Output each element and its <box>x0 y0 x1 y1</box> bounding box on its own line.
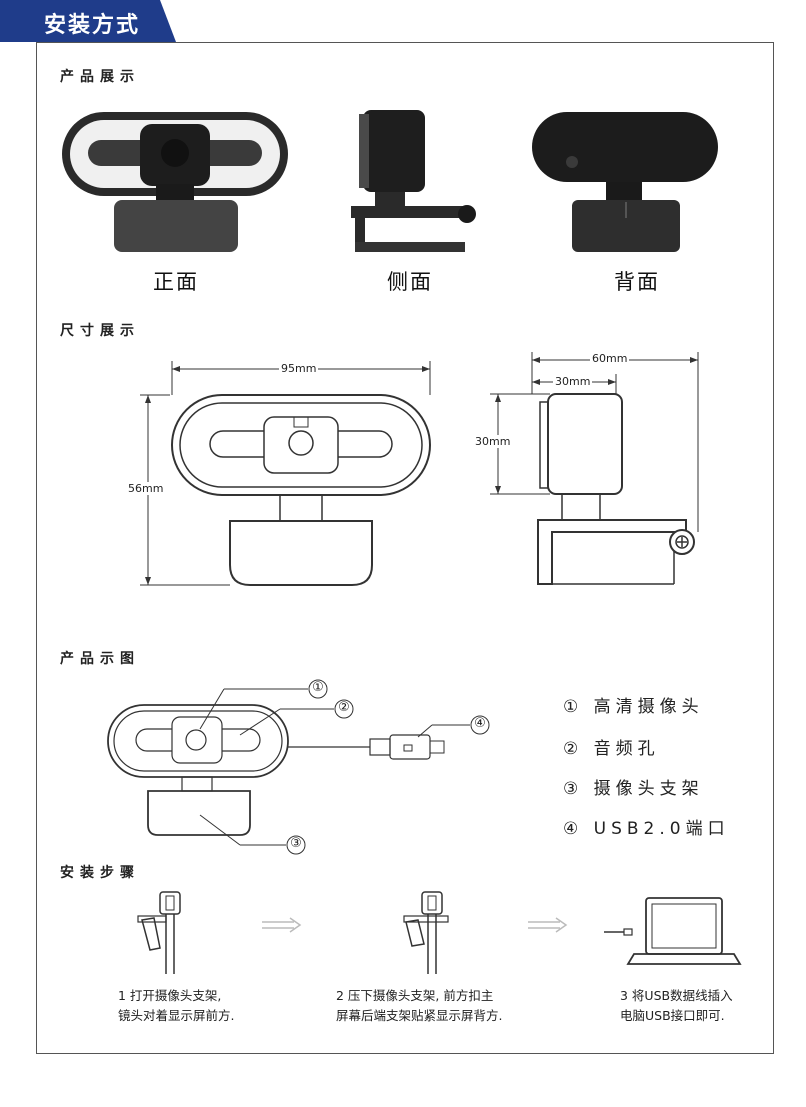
view-label-side: 侧面 <box>387 270 433 294</box>
section-title-display: 产品展示 <box>60 69 140 85</box>
content-frame <box>36 42 774 1054</box>
product-diagram <box>107 679 490 855</box>
back-view-image <box>532 112 718 252</box>
callout-1: ① <box>312 680 324 695</box>
page-title: 安装方式 <box>44 13 141 38</box>
view-label-back: 背面 <box>614 270 660 294</box>
step-1-illustration <box>137 891 181 974</box>
front-view-image <box>62 112 288 252</box>
section-title-steps: 安装步骤 <box>60 865 140 881</box>
step-3-text: 3 将USB数据线插入电脑USB接口即可. <box>620 988 733 1023</box>
legend-item-4: ④ USB2.0端口 <box>563 819 730 839</box>
side-dimension-drawing <box>490 352 699 585</box>
side-view-image <box>351 110 476 252</box>
view-label-front: 正面 <box>153 270 199 294</box>
step-2-illustration <box>403 891 449 974</box>
dimension-height: 56mm <box>128 482 164 495</box>
step-1-text: 1 打开摄像头支架,镜头对着显示屏前方. <box>118 988 235 1023</box>
section-title-size: 尺寸展示 <box>60 323 140 339</box>
section-title-diagram: 产品示图 <box>60 651 140 667</box>
callout-3: ③ <box>290 836 302 851</box>
step-2-text: 2 压下摄像头支架, 前方扣主屏幕后端支架贴紧显示屏背方. <box>336 988 503 1023</box>
callout-4: ④ <box>474 716 486 731</box>
front-dimension-drawing <box>140 361 431 586</box>
arrow-icon <box>262 917 302 933</box>
arrow-icon <box>528 917 568 933</box>
dimension-lens-depth: 30mm <box>553 375 593 388</box>
dimension-lens-height: 30mm <box>475 435 511 448</box>
legend-item-1: ① 高清摄像头 <box>563 697 704 717</box>
laptop-icon <box>604 897 742 965</box>
legend-item-2: ② 音频孔 <box>563 739 660 759</box>
dimension-width: 95mm <box>279 362 319 375</box>
legend-item-3: ③ 摄像头支架 <box>563 779 704 799</box>
dimension-depth: 60mm <box>590 352 630 365</box>
callout-2: ② <box>338 700 350 715</box>
header-tab: 安装方式 <box>0 0 176 42</box>
